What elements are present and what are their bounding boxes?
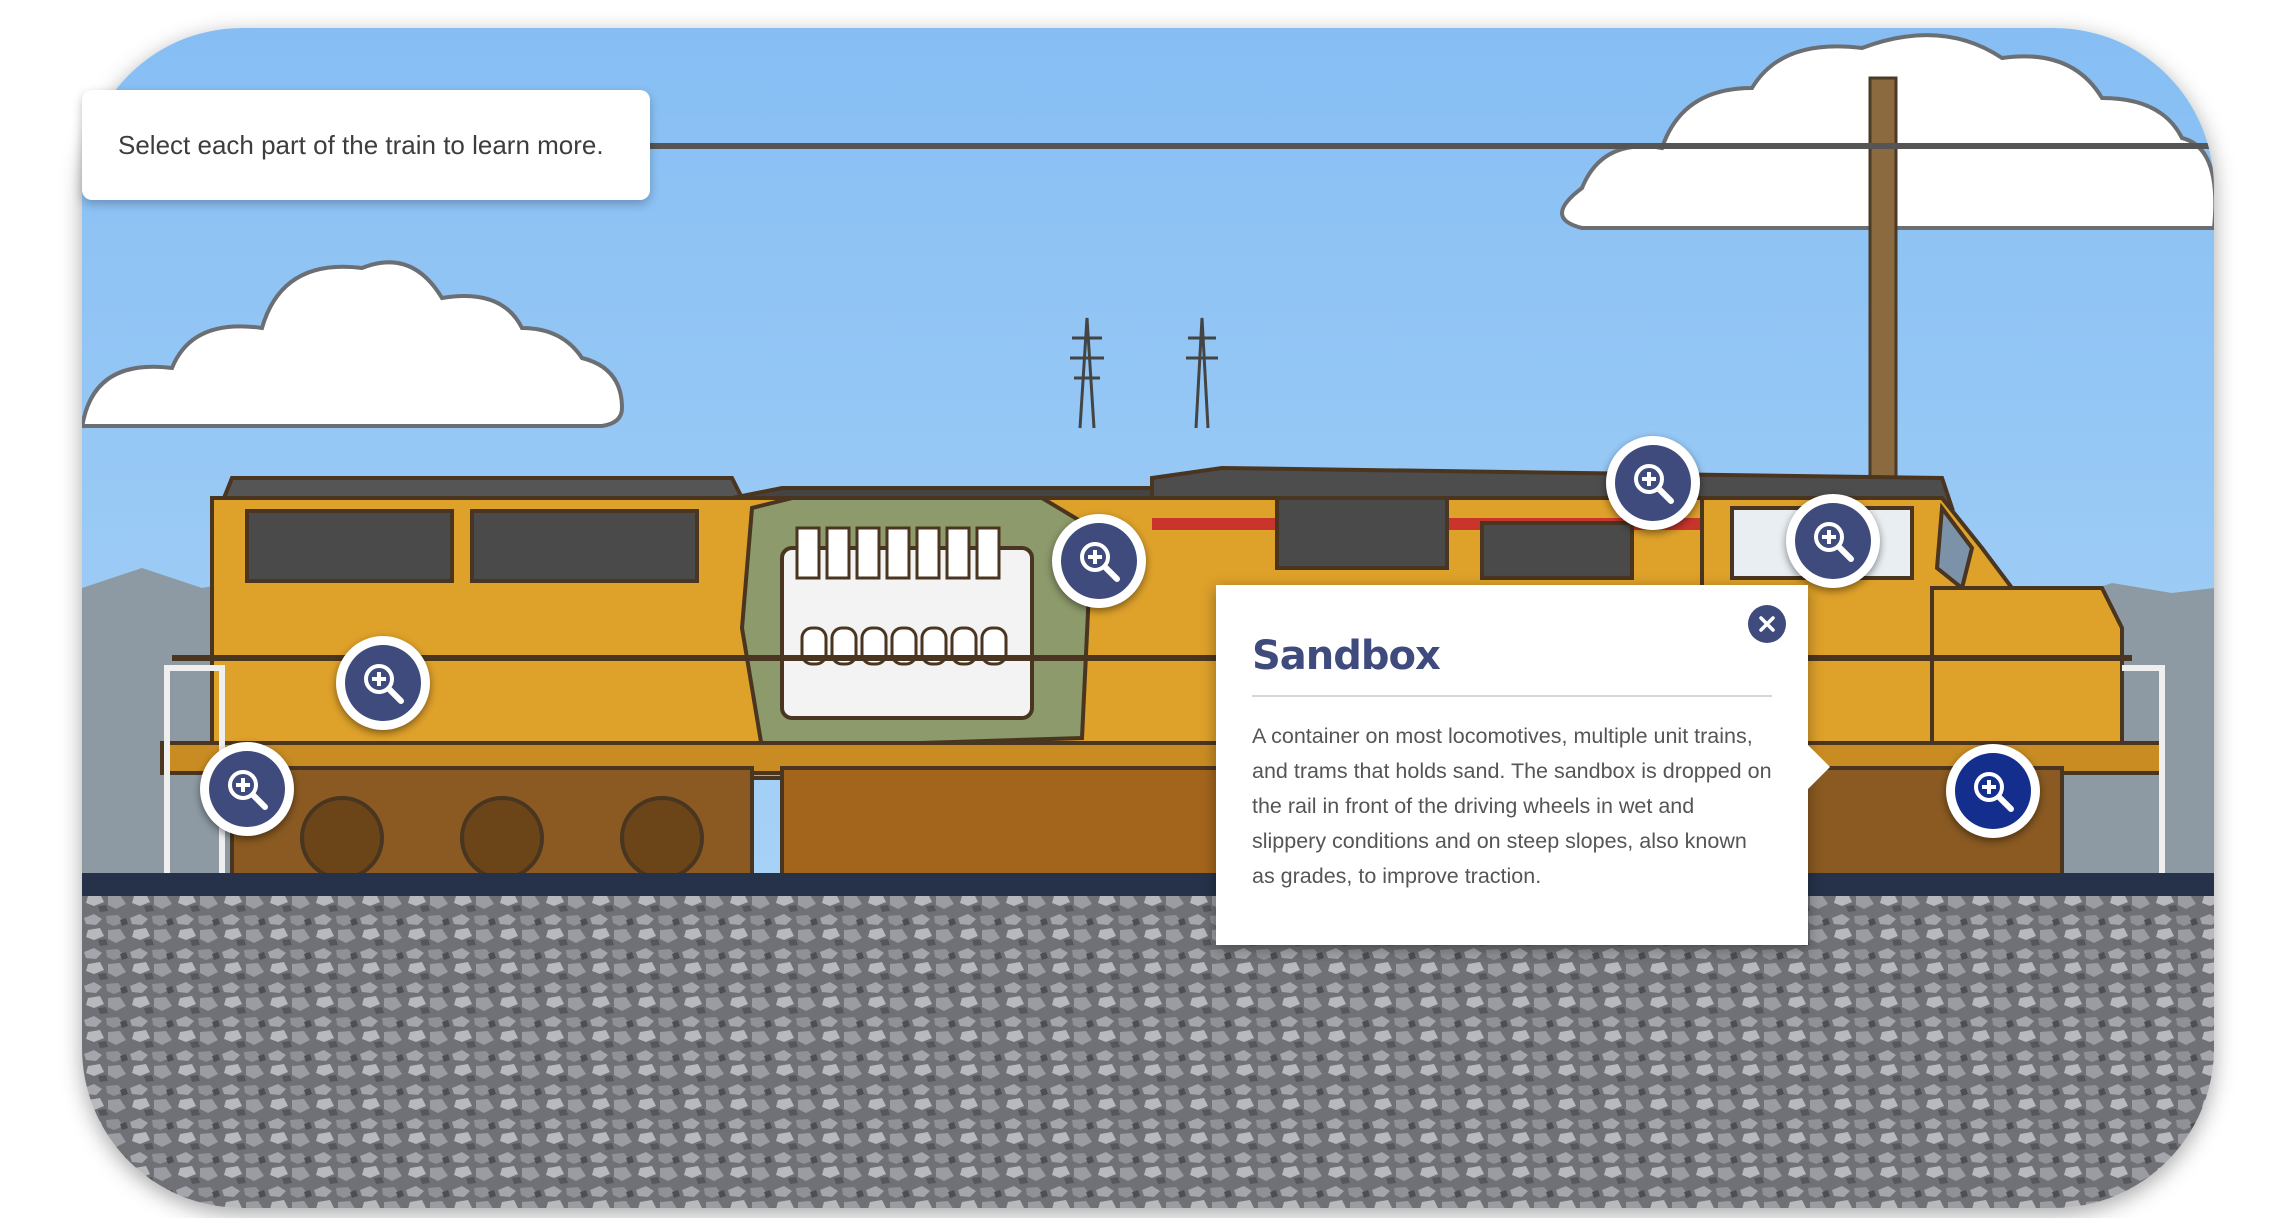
zoom-in-icon bbox=[1814, 522, 1854, 562]
rail bbox=[82, 873, 2214, 899]
hotspot-radiator[interactable] bbox=[1606, 436, 1700, 530]
cloud-left bbox=[82, 260, 625, 429]
hotspot-cab[interactable] bbox=[1786, 494, 1880, 588]
popup-arrow bbox=[1808, 745, 1830, 789]
hotspot-sandbox[interactable] bbox=[1946, 744, 2040, 838]
utility-pole bbox=[1868, 76, 1898, 510]
transmission-towers bbox=[1070, 317, 1218, 429]
zoom-in-icon bbox=[228, 770, 268, 810]
close-icon bbox=[1759, 616, 1775, 632]
instruction-text: Select each part of the train to learn m… bbox=[118, 129, 604, 160]
scene-illustration bbox=[82, 28, 2214, 1208]
close-button[interactable] bbox=[1748, 605, 1786, 643]
popup-title: Sandbox bbox=[1252, 633, 1772, 697]
train-scene bbox=[82, 28, 2214, 1208]
instruction-banner: Select each part of the train to learn m… bbox=[82, 90, 650, 200]
hotspot-engine[interactable] bbox=[1052, 514, 1146, 608]
zoom-in-icon bbox=[1634, 464, 1674, 504]
info-popup: Sandbox A container on most locomotives,… bbox=[1216, 585, 1830, 945]
popup-body: A container on most locomotives, multipl… bbox=[1252, 724, 1772, 888]
zoom-in-icon bbox=[364, 664, 404, 704]
zoom-in-icon bbox=[1080, 542, 1120, 582]
hotspot-rear-steps[interactable] bbox=[200, 742, 294, 836]
gravel-ballast bbox=[82, 896, 2214, 1208]
zoom-in-icon bbox=[1974, 772, 2014, 812]
hotspot-rear-hood[interactable] bbox=[336, 636, 430, 730]
